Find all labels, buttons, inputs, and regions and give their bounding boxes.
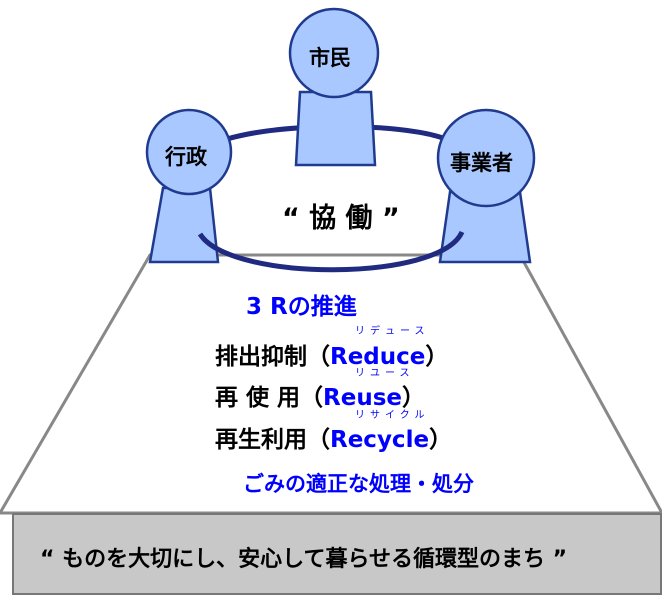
citizen-figure bbox=[288, 7, 380, 167]
reduce-item: 排出抑制（Reduce） bbox=[215, 337, 448, 371]
slogan-base bbox=[12, 513, 662, 595]
government-label: 行政 bbox=[165, 145, 207, 169]
government-figure bbox=[145, 108, 233, 264]
reuse-english: Reuse bbox=[323, 385, 402, 411]
recycle-ruby: リサイクル bbox=[355, 410, 430, 421]
reuse-ruby: リユース bbox=[355, 368, 415, 379]
business-label: 事業者 bbox=[450, 151, 513, 175]
recycle-english: Recycle bbox=[330, 427, 430, 453]
slogan-text: “ ものを大切にし、安心して暮らせる循環型のまち ” bbox=[40, 547, 568, 572]
reduce-english: Reduce bbox=[330, 344, 426, 370]
citizen-label: 市民 bbox=[309, 46, 351, 70]
recycle-label: 再生利用（ bbox=[215, 427, 330, 453]
business-figure bbox=[436, 108, 536, 264]
reuse-close: ） bbox=[402, 385, 425, 411]
reduce-close: ） bbox=[425, 344, 449, 370]
platform bbox=[0, 253, 662, 515]
three-r-heading: 3 Rの推進 bbox=[246, 294, 357, 320]
disposal-label: ごみの適正な処理・処分 bbox=[243, 472, 474, 496]
reduce-ruby: リデュース bbox=[355, 326, 430, 337]
recycle-close: ） bbox=[429, 427, 453, 453]
reuse-label: 再 使 用（ bbox=[215, 385, 324, 411]
recycle-item: 再生利用（Recycle） bbox=[215, 420, 452, 454]
reduce-label: 排出抑制（ bbox=[215, 344, 330, 370]
collaboration-ring-front bbox=[197, 230, 465, 273]
reuse-item: 再 使 用（Reuse） bbox=[215, 378, 425, 412]
collaboration-label: “ 協 働 ” bbox=[282, 203, 400, 234]
